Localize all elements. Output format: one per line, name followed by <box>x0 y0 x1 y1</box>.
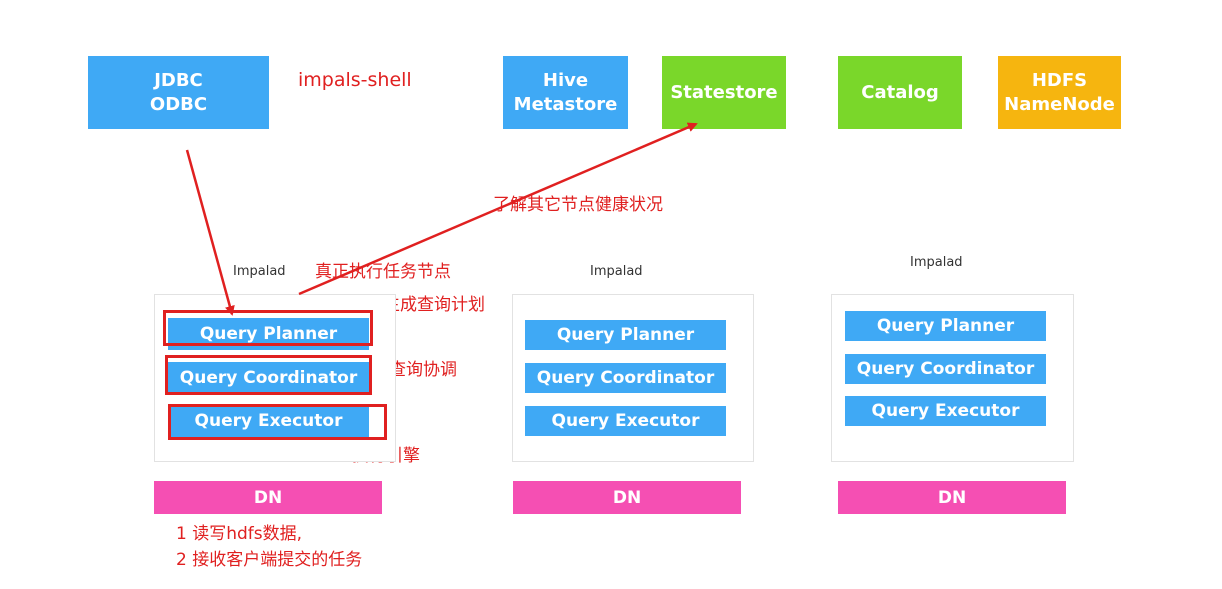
dn-box-3: DN <box>838 481 1066 514</box>
dn-note-1: 1 读写hdfs数据, <box>176 524 303 544</box>
query-coord-annotation: 查询协调 <box>389 360 457 380</box>
query-plan-annotation: 生成查询计划 <box>383 295 485 315</box>
query-coordinator-1: Query Coordinator <box>168 362 369 394</box>
query-planner-3: Query Planner <box>845 311 1046 341</box>
coordinator-highlight <box>165 355 372 395</box>
hive-metastore-box: Hive Metastore <box>503 56 628 129</box>
query-executor-1: Query Executor <box>168 405 369 437</box>
client-to-planner-arrow <box>185 149 235 316</box>
query-planner-2: Query Planner <box>525 320 726 350</box>
query-executor-3: Query Executor <box>845 396 1046 426</box>
health-annotation: 了解其它节点健康状况 <box>493 195 663 215</box>
statestore-box: Statestore <box>662 56 786 129</box>
dn-box-1: DN <box>154 481 382 514</box>
impalad-to-statestore-arrow <box>298 122 698 296</box>
executor-highlight <box>168 404 387 440</box>
dn-note-2: 2 接收客户端提交的任务 <box>176 550 363 570</box>
real-exec-annotation: 真正执行任务节点 <box>315 262 451 282</box>
query-coordinator-2: Query Coordinator <box>525 363 726 393</box>
impalad-label-1: Impalad <box>233 264 286 279</box>
catalog-box: Catalog <box>838 56 962 129</box>
impala-shell-label: impals-shell <box>298 69 412 91</box>
planner-highlight <box>163 310 373 346</box>
impalad-label-2: Impalad <box>590 264 643 279</box>
impalad-label-3: Impalad <box>910 255 963 270</box>
jdbc-odbc-box: JDBC ODBC <box>88 56 269 129</box>
query-executor-2: Query Executor <box>525 406 726 436</box>
query-coordinator-3: Query Coordinator <box>845 354 1046 384</box>
dn-box-2: DN <box>513 481 741 514</box>
hdfs-namenode-box: HDFS NameNode <box>998 56 1121 129</box>
